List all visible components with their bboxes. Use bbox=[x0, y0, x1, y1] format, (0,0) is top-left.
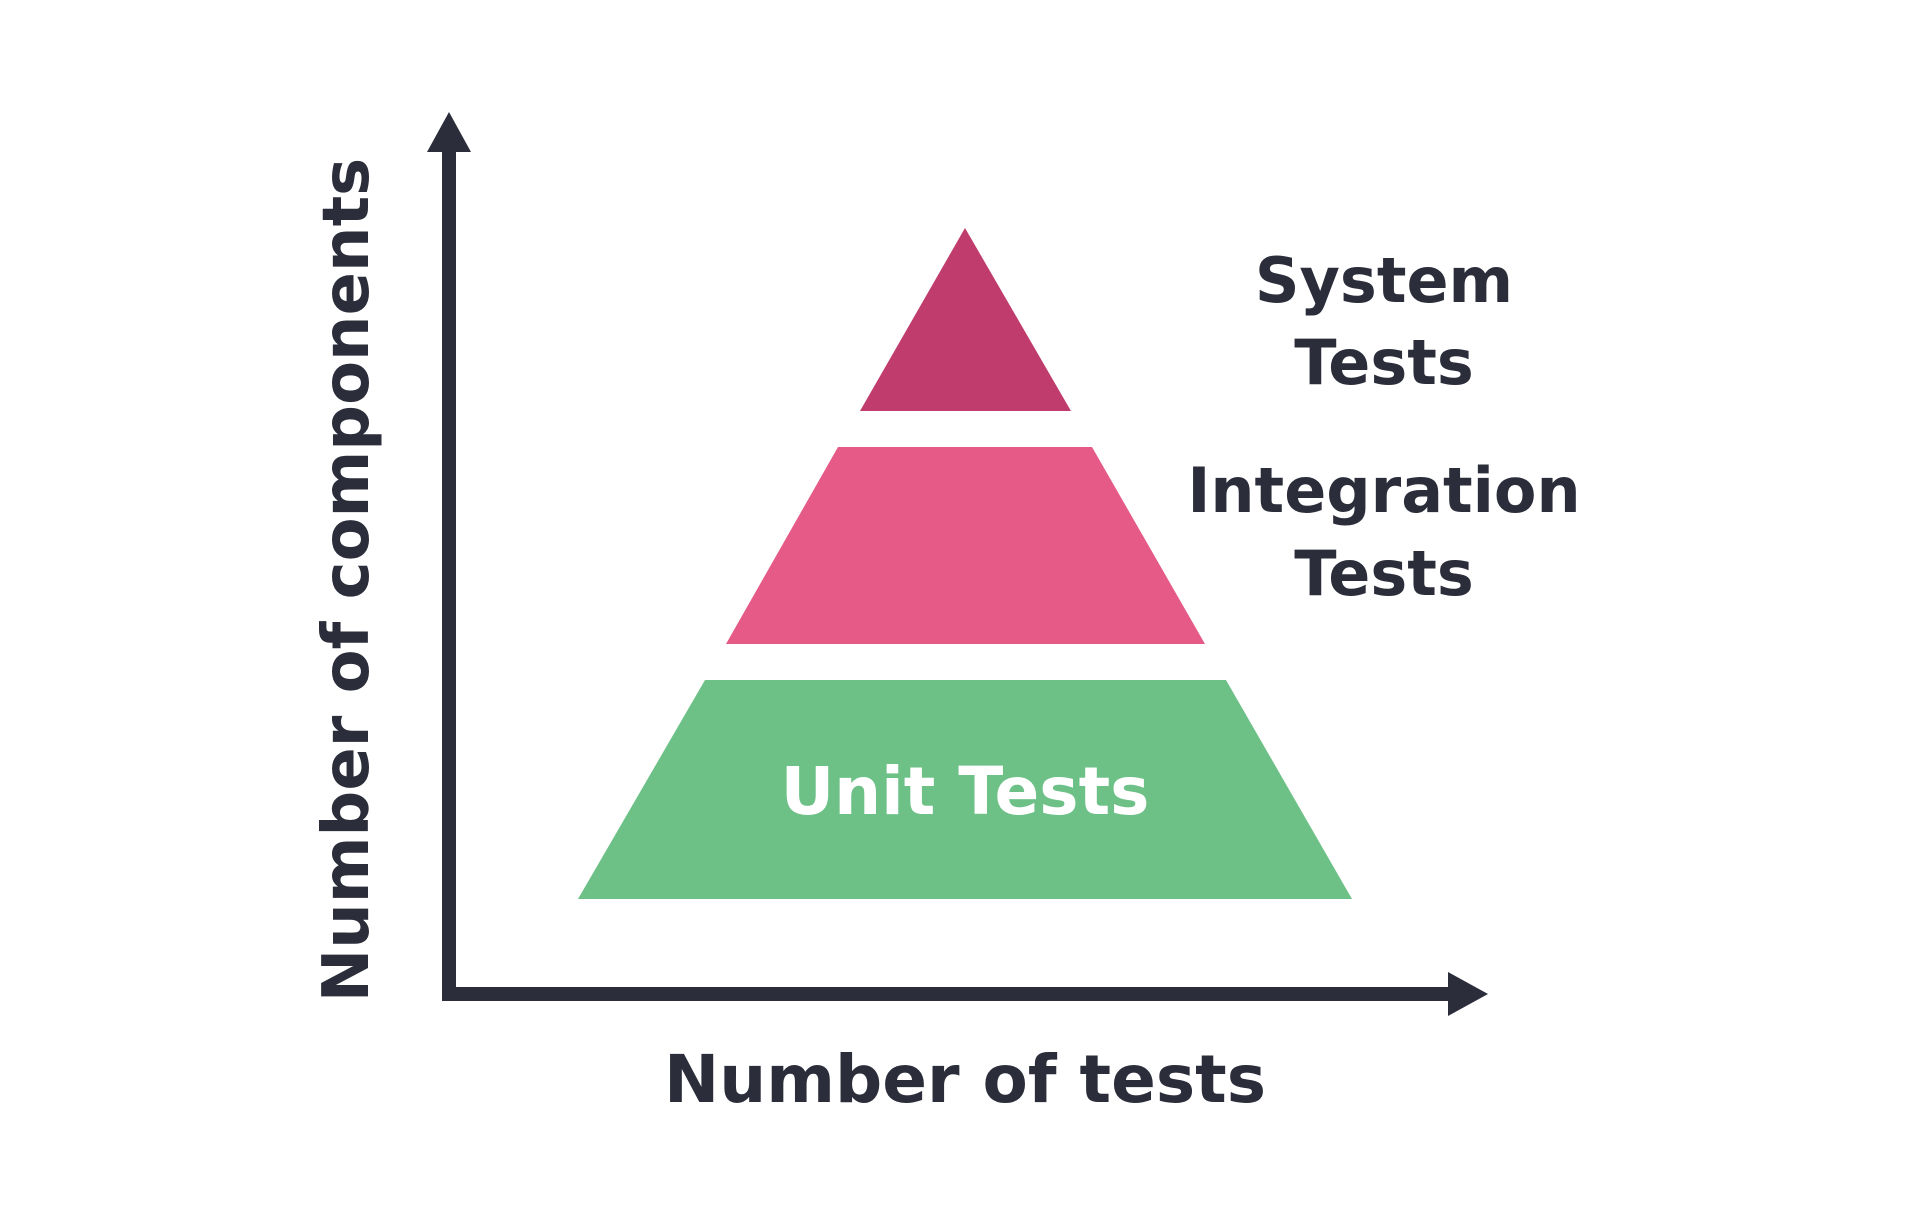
unit-tests-level bbox=[578, 680, 1352, 899]
integration-tests-level bbox=[726, 447, 1205, 644]
x-axis-label: Number of tests bbox=[664, 1041, 1266, 1118]
system-tests-label-line2: Tests bbox=[1294, 326, 1474, 399]
integration-tests-label-line1: Integration bbox=[1187, 454, 1580, 527]
system-tests-label-line1: System bbox=[1255, 244, 1513, 317]
y-axis-arrowhead bbox=[427, 112, 471, 152]
unit-tests-label: Unit Tests bbox=[781, 753, 1150, 830]
system-tests-level bbox=[860, 228, 1071, 411]
integration-tests-label-line2: Tests bbox=[1294, 537, 1474, 610]
y-axis-label: Number of components bbox=[310, 158, 384, 1003]
x-axis-arrowhead bbox=[1448, 972, 1488, 1016]
